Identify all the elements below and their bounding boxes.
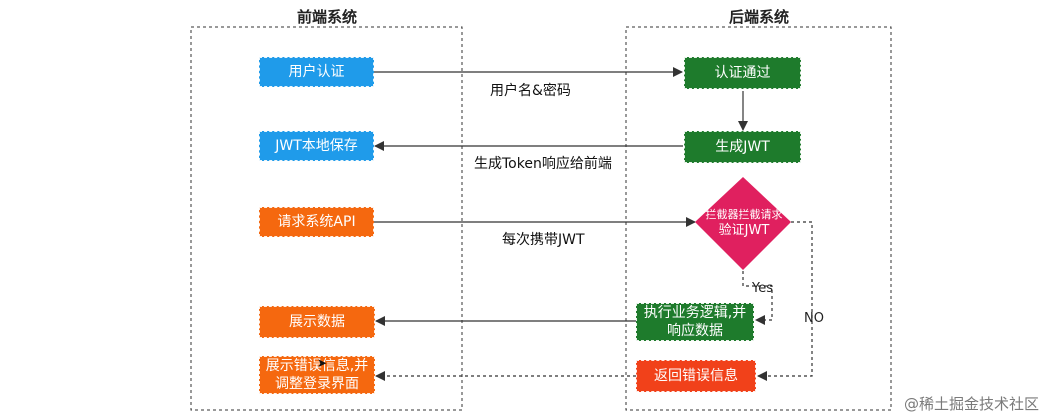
mouse-cursor-icon: ➤ (317, 356, 328, 370)
interceptor-label: 拦截器拦截请求 验证JWT (702, 207, 786, 239)
watermark: @稀土掘金技术社区 (903, 395, 1039, 413)
jwt-save-node: JWT本地保存 (259, 131, 374, 161)
frontend-title: 前端系统 (296, 8, 357, 26)
show-error-line1: 展示错误信息,并 (265, 358, 369, 374)
arrow-no (757, 221, 813, 381)
request-api-node: 请求系统API (259, 207, 374, 237)
auth-pass-node: 认证通过 (684, 57, 801, 89)
interceptor-line2: 验证JWT (718, 223, 770, 238)
exec-business-node: 执行业务逻辑,并 响应数据 (636, 303, 754, 341)
label-token-response: 生成Token响应给前端 (474, 156, 612, 172)
frontend-frame (190, 26, 463, 411)
label-username-password: 用户名&密码 (490, 83, 571, 99)
gen-jwt-node: 生成JWT (684, 131, 801, 163)
exec-line2: 响应数据 (667, 323, 723, 339)
user-auth-node: 用户认证 (259, 57, 374, 87)
exec-line1: 执行业务逻辑,并 (643, 305, 747, 321)
backend-title: 后端系统 (728, 8, 789, 26)
label-yes: Yes (752, 281, 773, 296)
label-carry-jwt: 每次携带JWT (502, 232, 585, 248)
interceptor-line1: 拦截器拦截请求 (705, 208, 783, 221)
label-no: NO (804, 311, 824, 326)
show-data-node: 展示数据 (259, 306, 375, 338)
show-error-node: 展示错误信息,并 调整登录界面 (259, 356, 375, 394)
backend-frame (625, 26, 892, 411)
arrow-yes (742, 271, 773, 325)
interceptor-diamond (695, 177, 791, 270)
show-error-line2: 调整登录界面 (275, 376, 359, 392)
return-error-node: 返回错误信息 (636, 360, 756, 392)
